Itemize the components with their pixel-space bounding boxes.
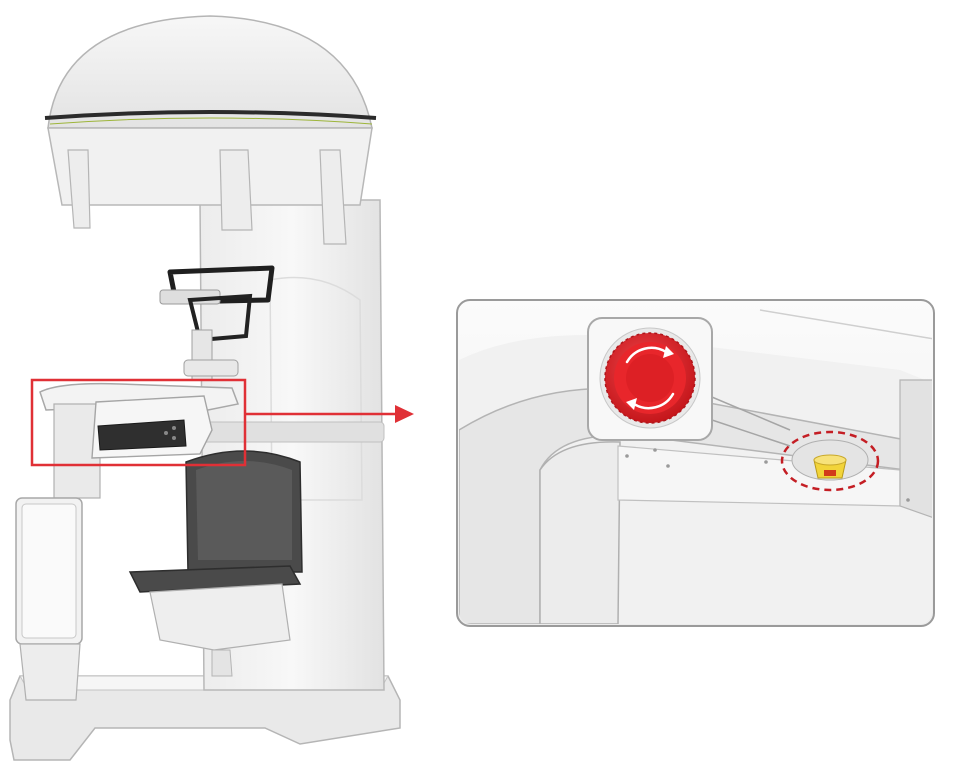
patient-chair [128, 450, 303, 677]
dental-xray-machine [9, 15, 401, 761]
control-arm [39, 382, 240, 499]
scanner-dome [44, 15, 377, 245]
side-cabinet [15, 497, 83, 701]
zoom-panel [456, 299, 935, 627]
emergency-switch-small [791, 439, 869, 481]
callout-arrow [245, 405, 414, 423]
rotate-arrows-icon [625, 346, 675, 410]
highlight-box [30, 378, 247, 467]
emergency-stop-icon [599, 327, 701, 429]
highlight-circle [780, 430, 880, 492]
emergency-stop-inset [587, 317, 713, 441]
head-holder [159, 265, 275, 381]
